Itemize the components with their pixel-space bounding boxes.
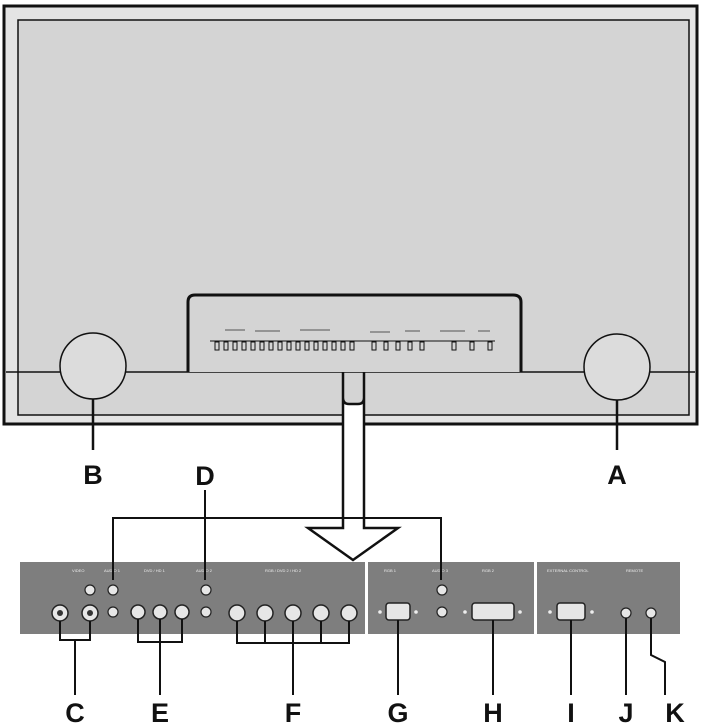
panel-right bbox=[537, 562, 680, 634]
bnc-connector-icon bbox=[256, 604, 274, 622]
jack-icon bbox=[436, 584, 448, 596]
panel-middle bbox=[368, 562, 534, 634]
terminal-tooth bbox=[223, 341, 229, 351]
callout-c: C bbox=[65, 698, 85, 726]
jack-icon bbox=[84, 584, 96, 596]
terminal-strip-teeth bbox=[214, 341, 493, 351]
callout-a: A bbox=[607, 460, 627, 490]
bnc-connector-icon bbox=[312, 604, 330, 622]
label-external-control: EXTERNAL CONTROL bbox=[547, 568, 589, 573]
terminal-tooth bbox=[295, 341, 301, 351]
jack-icon bbox=[645, 607, 657, 619]
callout-e: E bbox=[151, 698, 169, 726]
d-sub-port-icon bbox=[556, 602, 586, 621]
label-remote: REMOTE bbox=[626, 568, 643, 573]
label-rgb1: RGB 1 bbox=[384, 568, 397, 573]
label-dvd-hd1: DVD / HD 1 bbox=[144, 568, 166, 573]
terminal-tooth bbox=[268, 341, 274, 351]
label-rgb-dvd-hd2: RGB / DVD 2 / HD 2 bbox=[265, 568, 302, 573]
callout-d: D bbox=[195, 461, 215, 491]
terminal-tooth bbox=[277, 341, 283, 351]
bnc-connector-icon bbox=[174, 604, 190, 620]
callout-i: I bbox=[567, 698, 575, 726]
terminal-tooth bbox=[304, 341, 310, 351]
terminal-tooth bbox=[331, 341, 337, 351]
d-sub-port-icon bbox=[385, 602, 411, 621]
speaker-circle-icon bbox=[583, 333, 651, 401]
panel-left bbox=[20, 562, 365, 634]
down-arrow-icon bbox=[304, 372, 402, 562]
terminal-tooth bbox=[349, 341, 355, 351]
terminal-tooth bbox=[313, 341, 319, 351]
callout-j: J bbox=[618, 698, 633, 726]
callout-line-k bbox=[650, 618, 666, 695]
bnc-connector-icon bbox=[130, 604, 146, 620]
terminal-tooth bbox=[322, 341, 328, 351]
bnc-connector-icon bbox=[284, 604, 302, 622]
terminal-bay-outline bbox=[186, 293, 523, 372]
speaker-circle-icon bbox=[59, 332, 127, 400]
bnc-connector-icon bbox=[152, 604, 168, 620]
terminal-tooth bbox=[407, 341, 413, 351]
terminal-tooth bbox=[286, 341, 292, 351]
terminal-tooth bbox=[340, 341, 346, 351]
callout-k: K bbox=[665, 698, 685, 726]
terminal-tooth bbox=[469, 341, 475, 351]
connectors bbox=[51, 584, 657, 622]
terminal-tooth bbox=[451, 341, 457, 351]
callout-line-d-bracket bbox=[112, 517, 442, 580]
dvi-port-icon bbox=[471, 602, 515, 621]
terminal-tooth bbox=[232, 341, 238, 351]
jack-icon bbox=[200, 606, 212, 618]
terminal-strip-marks bbox=[225, 329, 490, 333]
terminal-tooth bbox=[214, 341, 220, 351]
callout-b: B bbox=[83, 460, 103, 490]
bnc-connector-icon bbox=[340, 604, 358, 622]
terminal-tooth bbox=[383, 341, 389, 351]
label-video: VIDEO bbox=[72, 568, 84, 573]
terminal-tooth bbox=[395, 341, 401, 351]
label-rgb2: RGB 2 bbox=[482, 568, 495, 573]
terminal-tooth bbox=[419, 341, 425, 351]
terminal-tooth bbox=[371, 341, 377, 351]
jack-icon bbox=[107, 606, 119, 618]
terminal-tooth bbox=[487, 341, 493, 351]
callout-f: F bbox=[285, 698, 302, 726]
jack-icon bbox=[107, 584, 119, 596]
jack-icon bbox=[620, 607, 632, 619]
jack-icon bbox=[200, 584, 212, 596]
bnc-connector-icon bbox=[228, 604, 246, 622]
callout-g: G bbox=[387, 698, 408, 726]
terminal-tooth bbox=[259, 341, 265, 351]
callout-h: H bbox=[483, 698, 503, 726]
jack-icon bbox=[436, 606, 448, 618]
terminal-tooth bbox=[241, 341, 247, 351]
terminal-tooth bbox=[250, 341, 256, 351]
